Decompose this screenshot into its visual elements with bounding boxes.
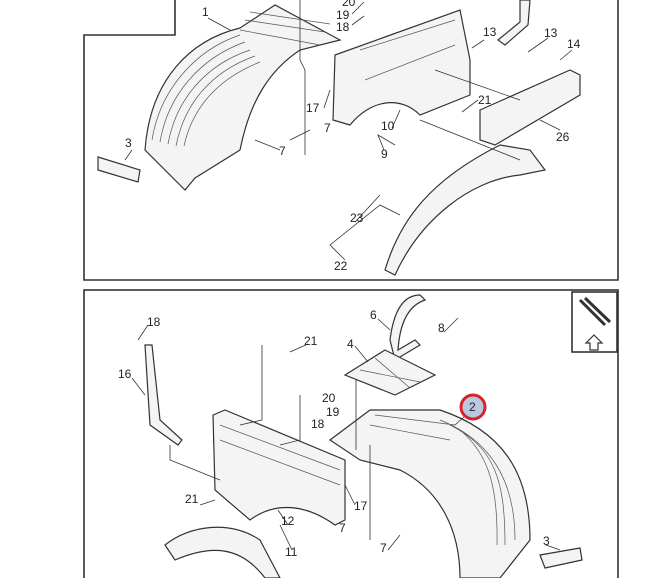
callout-26[interactable]: 26 [556,130,570,144]
callout-13[interactable]: 13 [483,25,497,39]
bottom-callouts: 18 21 16 6 8 4 20 19 18 21 17 12 7 7 11 … [118,308,550,559]
fender-part-2[interactable] [328,409,531,578]
top-callouts: 1 20 19 18 13 13 14 17 21 7 7 3 10 9 26 … [125,0,581,273]
callout-23[interactable]: 23 [350,211,364,225]
selected-callout-2[interactable]: 2 [459,393,487,421]
callout-17[interactable]: 17 [354,499,368,513]
wheel-arch-22[interactable] [384,144,547,276]
callout-18[interactable]: 18 [147,315,161,329]
callout-13b[interactable]: 13 [544,26,558,40]
callout-18[interactable]: 18 [336,20,350,34]
side-panel-part[interactable] [332,9,471,126]
callout-11[interactable]: 11 [285,545,298,559]
callout-7b[interactable]: 7 [380,541,387,555]
callout-7b[interactable]: 7 [279,144,286,158]
callout-1[interactable]: 1 [202,5,209,19]
callout-21b[interactable]: 21 [185,492,199,506]
callout-6[interactable]: 6 [370,308,377,322]
callout-17[interactable]: 17 [306,101,320,115]
callout-18b[interactable]: 18 [311,417,325,431]
callout-21[interactable]: 21 [304,334,318,348]
callout-7[interactable]: 7 [324,121,331,135]
callout-19[interactable]: 19 [326,405,340,419]
plate-part-3-bottom[interactable] [539,547,583,569]
callout-8[interactable]: 8 [438,321,445,335]
top-panel: 1 20 19 18 13 13 14 17 21 7 7 3 10 9 26 … [83,0,619,281]
arrow-up-icon [584,334,604,351]
bracket-part[interactable] [497,0,531,46]
plate-part-3[interactable] [97,156,141,183]
callout-3[interactable]: 3 [125,136,132,150]
callout-2[interactable]: 2 [469,400,476,414]
view-orientation-box[interactable] [571,291,618,353]
callout-14[interactable]: 14 [567,37,581,51]
callout-12[interactable]: 12 [281,514,295,528]
callout-20[interactable]: 20 [342,0,356,9]
fender-part-1[interactable] [144,4,342,191]
bracket-part-16[interactable] [144,344,183,446]
mount-plate-4[interactable] [343,349,437,396]
callout-21[interactable]: 21 [478,93,492,107]
callout-7[interactable]: 7 [339,521,346,535]
bottom-panel: 18 21 16 6 8 4 20 19 18 21 17 12 7 7 11 … [83,289,619,578]
trim-panel-26[interactable] [479,69,581,146]
side-panel-part-bottom[interactable] [212,409,346,526]
callout-3[interactable]: 3 [543,534,550,548]
handle-part-6[interactable] [389,294,427,361]
callout-19[interactable]: 19 [336,8,350,22]
callout-10[interactable]: 10 [381,119,395,133]
callout-4[interactable]: 4 [347,337,354,351]
wheel-arch-bottom[interactable] [164,526,281,578]
callout-9[interactable]: 9 [381,147,388,161]
callout-22[interactable]: 22 [334,259,348,273]
callout-16[interactable]: 16 [118,367,132,381]
callout-20[interactable]: 20 [322,391,336,405]
